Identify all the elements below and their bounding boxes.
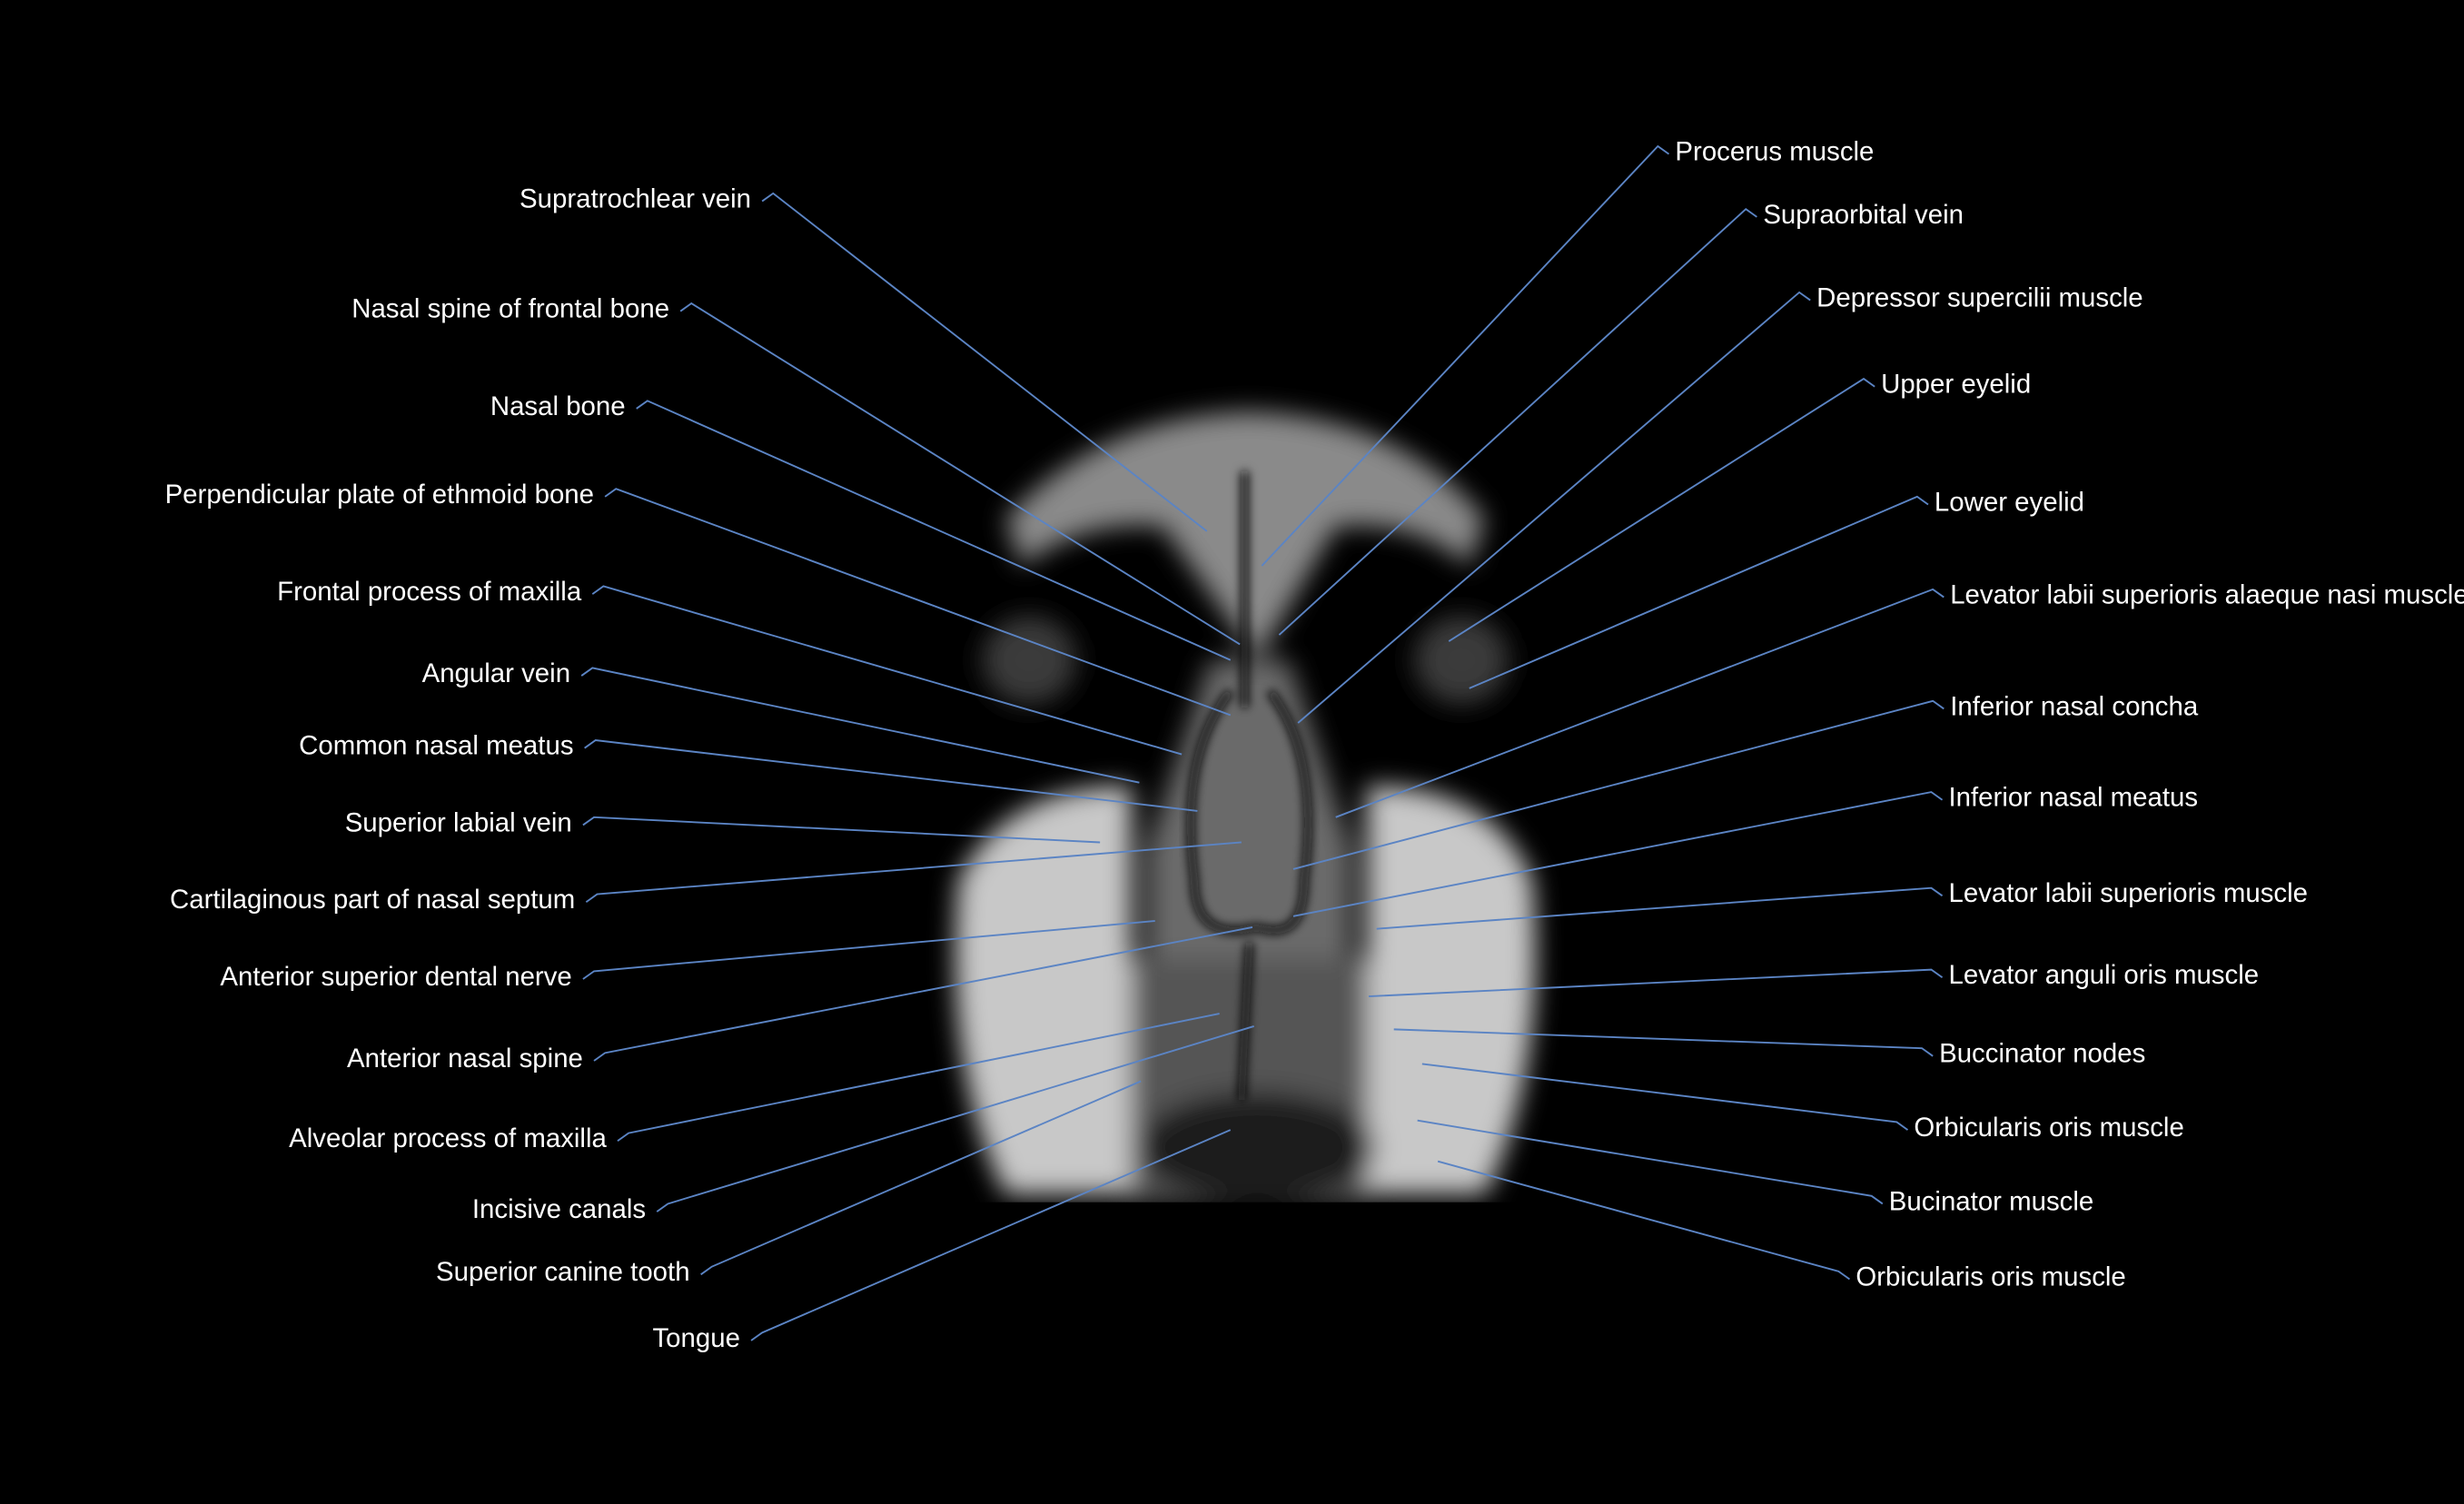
anatomy-label: Angular vein xyxy=(422,658,570,688)
anatomy-label: Incisive canals xyxy=(472,1194,646,1224)
anatomy-label: Supratrochlear vein xyxy=(520,183,751,213)
leader-line xyxy=(582,920,1155,980)
leader-line xyxy=(580,667,1140,784)
leader-line xyxy=(1448,377,1875,642)
leader-line xyxy=(604,488,1232,717)
leader-line xyxy=(584,739,1198,812)
leader-line xyxy=(1292,699,1944,870)
anatomy-label: Cartilaginous part of nasal septum xyxy=(170,885,575,915)
leader-line xyxy=(1393,1028,1934,1057)
leader-line xyxy=(1417,1119,1884,1205)
leader-line xyxy=(636,400,1232,661)
anatomy-label: Anterior superior dental nerve xyxy=(220,962,571,992)
anatomy-label: Anterior nasal spine xyxy=(347,1044,583,1074)
anatomy-label: Tongue xyxy=(652,1323,739,1353)
leader-line xyxy=(1437,1160,1851,1281)
mri-image xyxy=(955,411,1536,1202)
anatomy-label: Orbicularis oris muscle xyxy=(1914,1113,2183,1143)
anatomy-label: Frontal process of maxilla xyxy=(277,577,582,607)
anatomy-label: Inferior nasal meatus xyxy=(1948,783,2198,813)
anatomy-label: Lower eyelid xyxy=(1935,487,2084,517)
leader-line xyxy=(1469,495,1929,689)
leader-line xyxy=(700,1080,1142,1276)
leader-line xyxy=(1421,1063,1909,1131)
anatomy-label: Depressor supercilii muscle xyxy=(1816,282,2143,312)
leader-lines xyxy=(580,144,1944,1341)
anatomy-label: Buccinator nodes xyxy=(1939,1039,2145,1069)
leader-line xyxy=(1376,886,1944,930)
leader-line xyxy=(582,816,1101,844)
anatomy-label: Levator labii superioris alaeque nasi mu… xyxy=(1950,579,2464,609)
leader-line xyxy=(656,1025,1254,1212)
anatomy-label: Superior canine tooth xyxy=(436,1257,690,1287)
leader-line xyxy=(1297,291,1811,724)
leader-line xyxy=(1278,207,1757,636)
leader-line xyxy=(617,1013,1220,1143)
leader-line xyxy=(750,1129,1232,1341)
anatomy-label: Orbicularis oris muscle xyxy=(1855,1262,2125,1291)
leader-line xyxy=(593,925,1253,1062)
anatomy-label: Supraorbital vein xyxy=(1763,200,1964,230)
anatomy-label: Procerus muscle xyxy=(1675,137,1874,167)
leader-line xyxy=(761,192,1208,532)
leader-line xyxy=(1261,144,1670,567)
leader-line xyxy=(679,302,1241,646)
anatomy-label: Common nasal meatus xyxy=(299,731,573,761)
anatomy-label: Upper eyelid xyxy=(1881,370,2031,400)
anatomy-label: Levator labii superioris muscle xyxy=(1948,878,2308,908)
leader-line xyxy=(591,585,1183,756)
anatomy-label: Perpendicular plate of ethmoid bone xyxy=(165,480,594,510)
anatomy-label: Bucinator muscle xyxy=(1889,1186,2094,1216)
anatomy-label: Superior labial vein xyxy=(345,807,572,837)
leader-line xyxy=(1292,791,1944,917)
anatomy-label: Alveolar process of maxilla xyxy=(289,1123,607,1153)
anatomy-label: Levator anguli oris muscle xyxy=(1948,960,2259,990)
anatomy-label: Nasal bone xyxy=(490,391,626,421)
leader-line xyxy=(585,841,1242,904)
anatomy-label: Inferior nasal concha xyxy=(1950,691,2199,721)
anatomy-label: Nasal spine of frontal bone xyxy=(351,294,669,324)
leader-line xyxy=(1368,968,1944,998)
leader-line xyxy=(1335,588,1944,818)
